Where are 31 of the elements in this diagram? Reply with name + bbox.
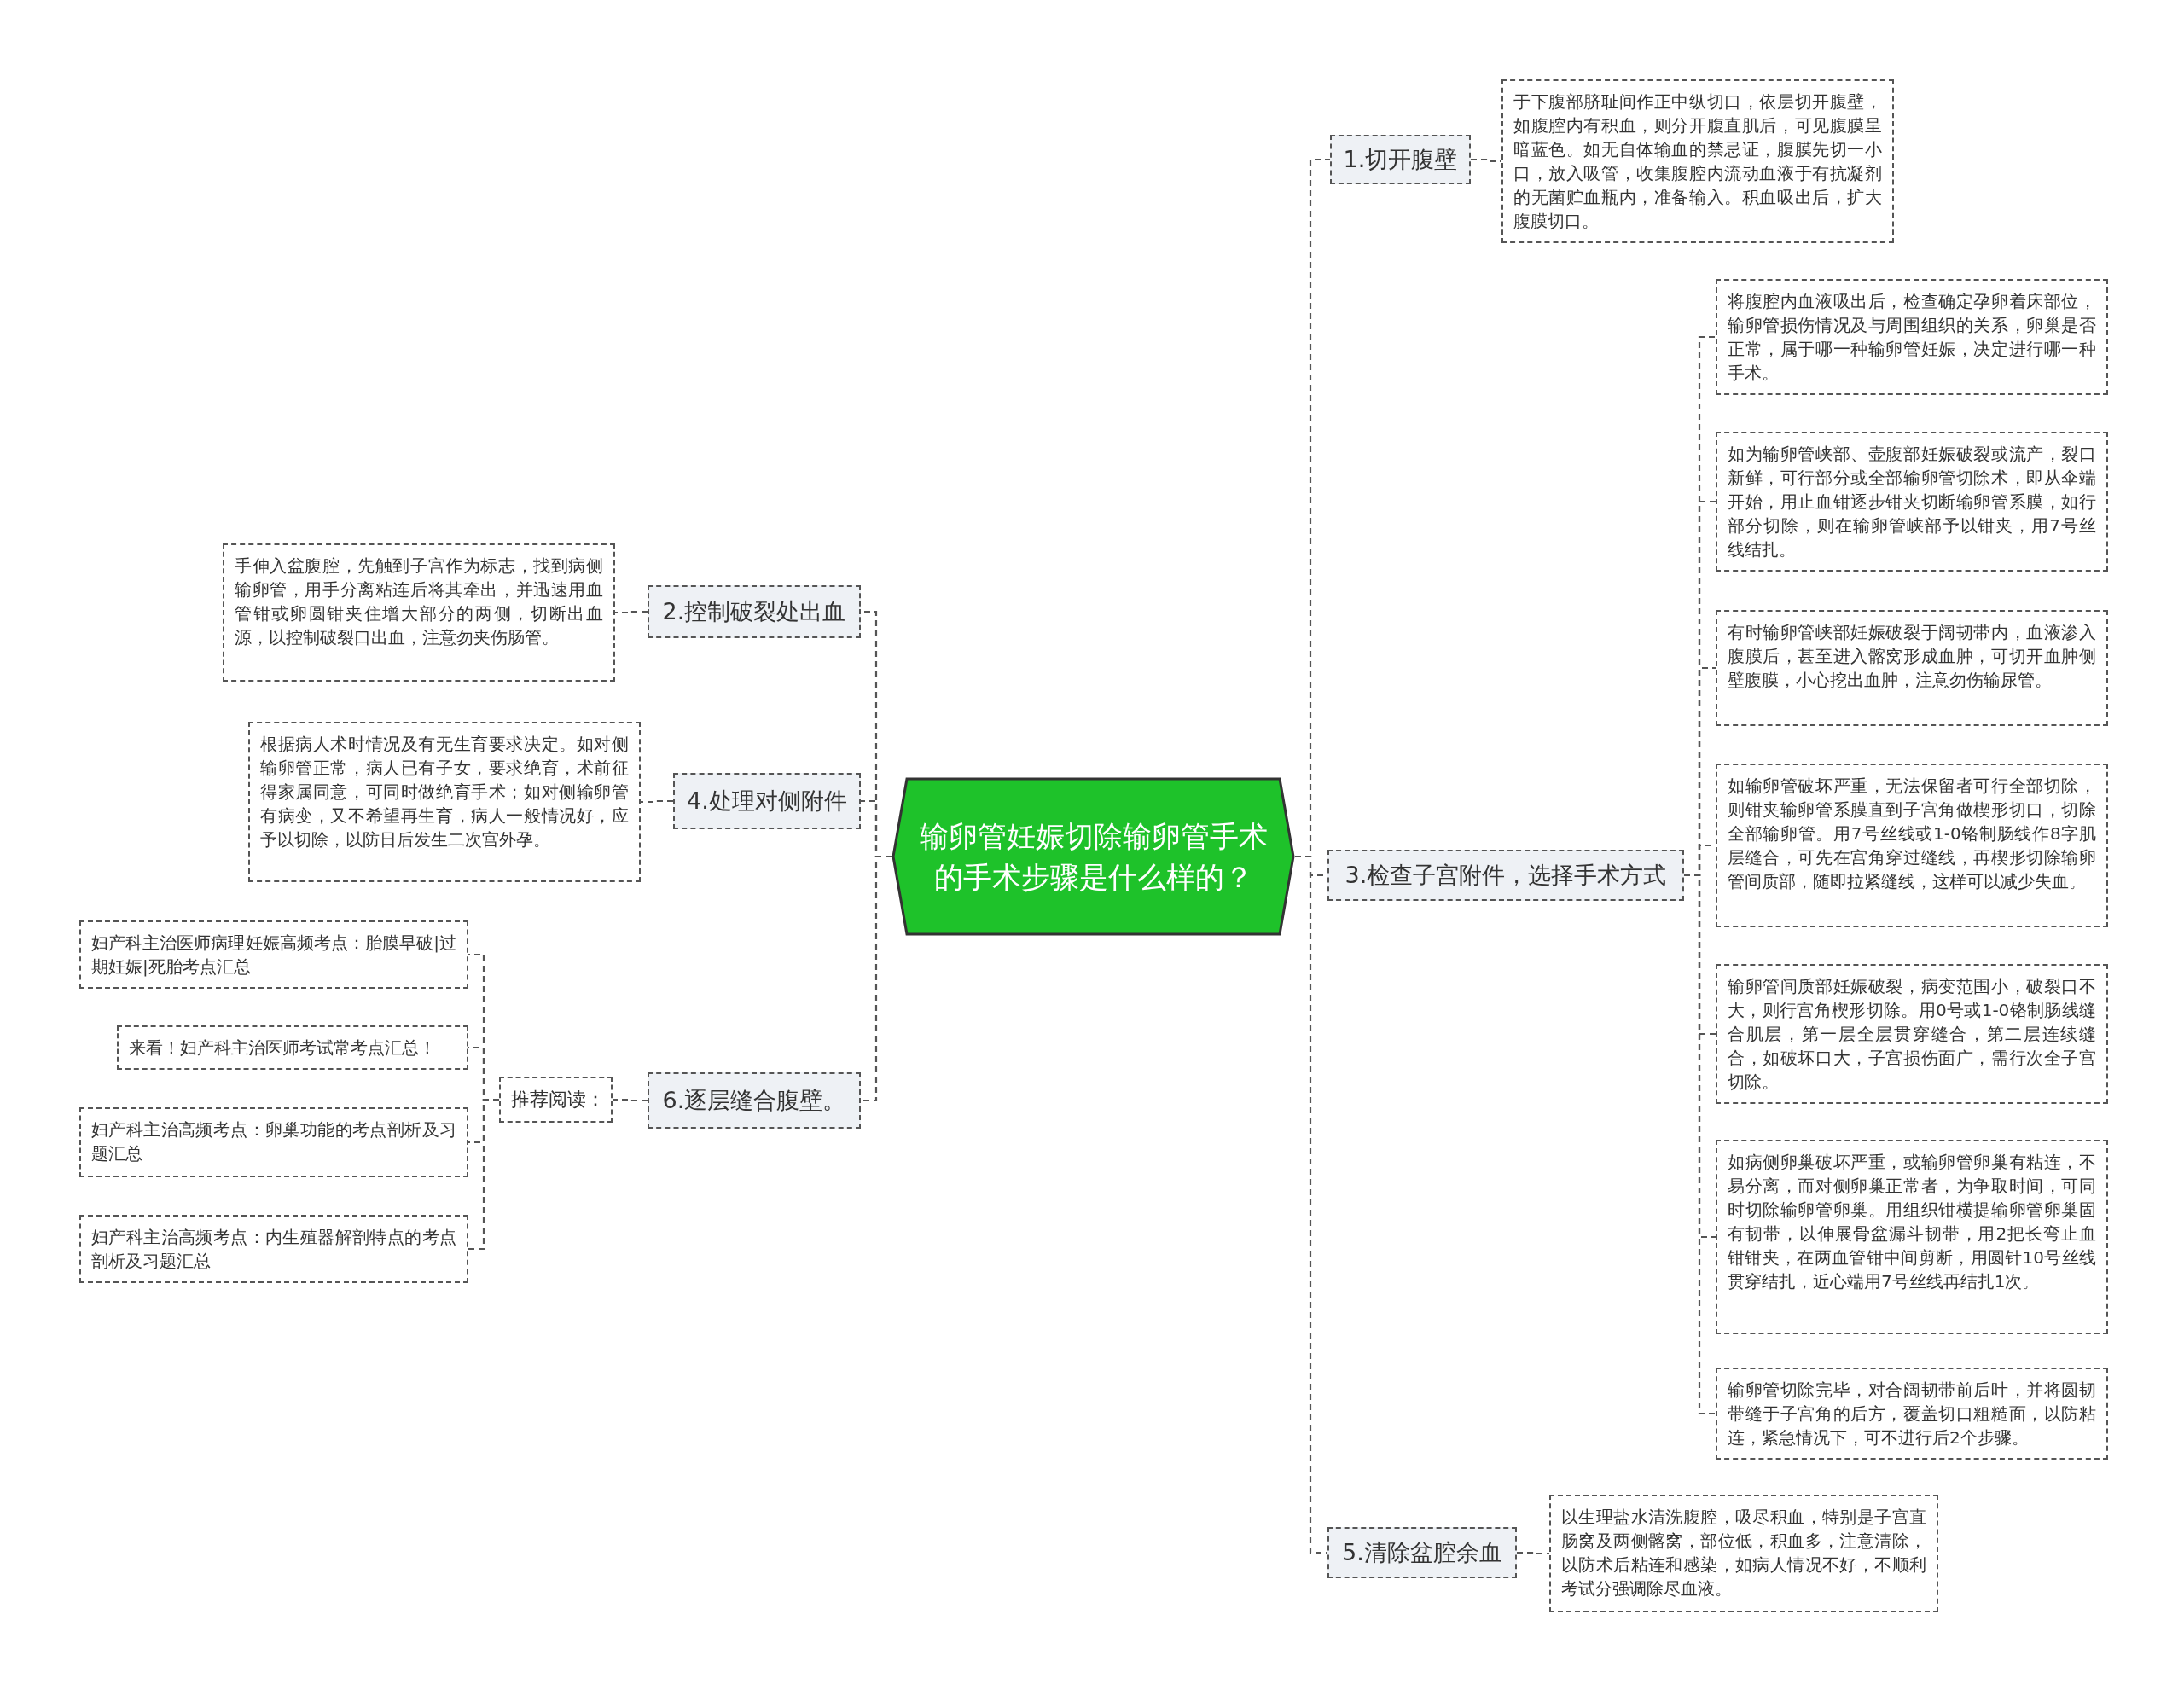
connector-line	[613, 1098, 648, 1102]
note-box: 输卵管间质部妊娠破裂，病变范围小，破裂口不大，则行宫角楔形切除。用0号或1-0铬制肠线缝合肌层，第一层全层贯穿缝合，第二层连续缝合，如破坏口大，子宫损伤面广，需行次全子宫切除。	[1716, 964, 2108, 1104]
note-box: 于下腹部脐耻间作正中纵切口，依层切开腹壁，如腹腔内有积血，则分开腹直肌后，可见腹膜呈暗蓝色。如无自体输血的禁忌证，腹膜先切一小口，放入吸管，收集腹腔内流动血液于有抗凝剂的无菌贮血瓶内，准备输入。积血吸出后，扩大腹膜切口。	[1502, 79, 1894, 243]
connector-line	[641, 799, 673, 804]
note-box: 妇产科主治医师病理妊娠高频考点：胎膜早破|过期妊娠|死胎考点汇总	[79, 920, 468, 989]
note-box: 如为输卵管峡部、壶腹部妊娠破裂或流产，裂口新鲜，可行部分或全部输卵管切除术，即从伞端开始，用止血钳逐步钳夹切断输卵管系膜，如行部分切除，则在输卵管峡部予以钳夹，用7号丝线结扎。	[1716, 432, 2108, 572]
note-box: 如病侧卵巢破坏严重，或输卵管卵巢有粘连，不易分离，而对侧卵巢正常者，为争取时间，可同时切除输卵管卵巢。用组织钳横提输卵管卵巢固有韧带，以伸展骨盆漏斗韧带，用2把长弯止血钳钳夹，在两血管钳中间剪断，用圆针10号丝线贯穿结扎，近心端用7号丝线再结扎1次。	[1716, 1140, 2108, 1334]
topic-box: 5.清除盆腔余血	[1327, 1527, 1517, 1578]
connector-line	[468, 1098, 499, 1251]
topic-box: 6.逐层缝合腹壁。	[648, 1072, 861, 1129]
topic-box: 2.控制破裂处出血	[648, 585, 861, 638]
topic-title: 输卵管妊娠切除输卵管手术的手术步骤是什么样的？	[918, 818, 1269, 896]
note-box: 以生理盐水清洗腹腔，吸尽积血，特别是子宫直肠窝及两侧髂窝，部位低，积血多，注意清除，以防术后粘连和感染，如病人情况不好，不顺利考试分强调除尽血液。	[1549, 1495, 1938, 1612]
note-box: 将腹腔内血液吸出后，检查确定孕卵着床部位，输卵管损伤情况及与周围组织的关系，卵巢是否正常，属于哪一种输卵管妊娠，决定进行哪一种手术。	[1716, 279, 2108, 395]
topic-hexagon	[892, 777, 1295, 936]
connector-line	[861, 855, 892, 1102]
note-box: 输卵管切除完毕，对合阔韧带前后叶，并将圆韧带缝于子宫角的后方，覆盖切口粗糙面，以防粘连，紧急情况下，可不进行后2个步骤。	[1716, 1368, 2108, 1460]
note-box: 妇产科主治高频考点：卵巢功能的考点剖析及习题汇总	[79, 1107, 468, 1177]
label-box: 推荐阅读：	[499, 1077, 613, 1123]
note-box: 有时输卵管峡部妊娠破裂于阔韧带内，血液渗入腹膜后，甚至进入髂窝形成血肿，可切开血肿侧壁腹膜，小心挖出血肿，注意勿伤输尿管。	[1716, 610, 2108, 726]
connector-line	[615, 610, 648, 614]
note-box: 手伸入盆腹腔，先触到子宫作为标志，找到病侧输卵管，用手分离粘连后将其牵出，并迅速用血管钳或卵圆钳夹住增大部分的两侧，切断出血源，以控制破裂口出血，注意勿夹伤肠管。	[223, 543, 615, 682]
note-box: 根据病人术时情况及有无生育要求决定。如对侧输卵管正常，病人已有子女，要求绝育，术前征得家属同意，可同时做绝育手术；如对侧输卵管有病变，又不希望再生育，病人一般情况好，应予以切除，以防日后发生二次宫外孕。	[248, 722, 641, 882]
note-box: 来看！妇产科主治医师考试常考点汇总！	[117, 1025, 468, 1070]
topic-box: 1.切开腹壁	[1330, 135, 1471, 184]
topic-box: 4.处理对侧附件	[673, 773, 861, 829]
connector-line	[1471, 158, 1502, 163]
connector-line	[1517, 1551, 1549, 1555]
note-box: 如输卵管破坏严重，无法保留者可行全部切除，则钳夹输卵管系膜直到子宫角做楔形切口，切除全部输卵管。用7号丝线或1-0铬制肠线作8字肌层缝合，可先在宫角穿过缝线，再楔形切除输卵管间质部，随即拉紧缝线，这样可以减少失血。	[1716, 764, 2108, 927]
note-box: 妇产科主治高频考点：内生殖器解剖特点的考点剖析及习题汇总	[79, 1215, 468, 1283]
topic-box: 3.检查子宫附件，选择手术方式	[1327, 850, 1684, 901]
